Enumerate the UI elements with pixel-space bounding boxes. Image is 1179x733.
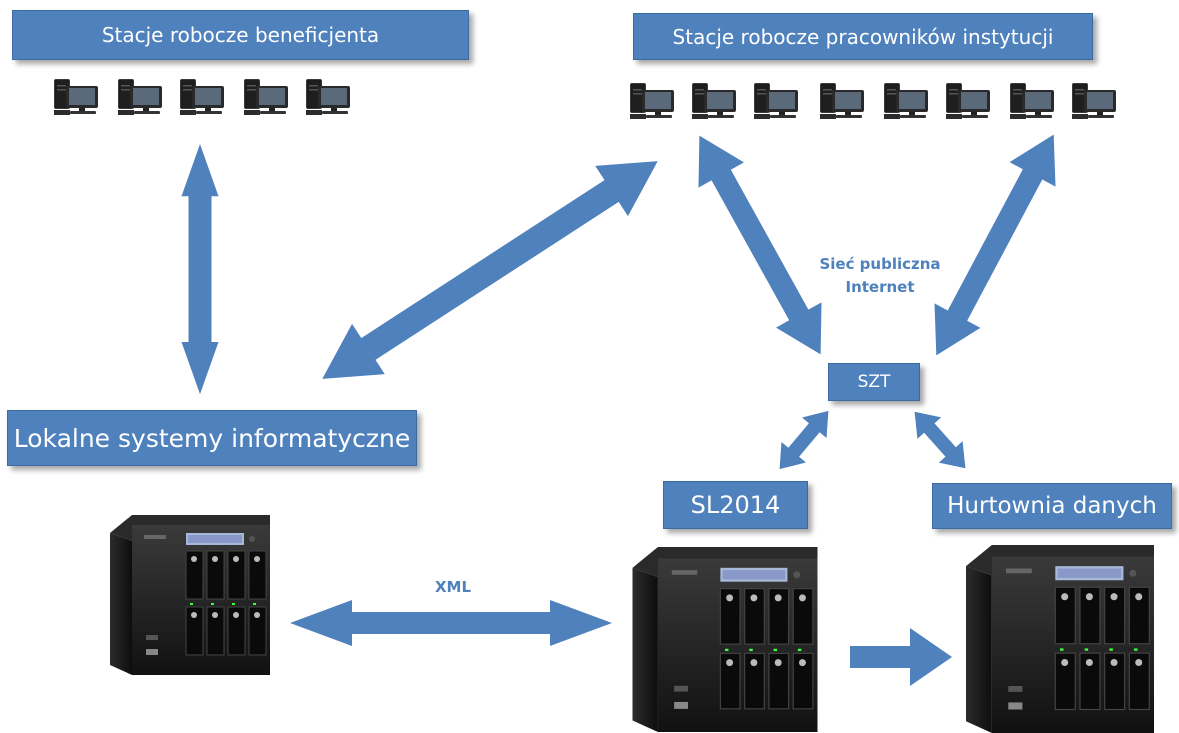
- network-label: Sieć publiczna Internet: [800, 253, 960, 299]
- arrow-local-sl2014-xml: [290, 600, 612, 646]
- box-local-systems: Lokalne systemy informatyczne: [7, 410, 417, 466]
- network-label-line1: Sieć publiczna: [819, 255, 941, 273]
- workstation-icon: [244, 79, 288, 115]
- workstation-icon: [754, 83, 798, 119]
- box-szt-label: SZT: [857, 372, 891, 392]
- workstation-icon: [1072, 83, 1116, 119]
- workstation-icon: [180, 79, 224, 115]
- workstation-group-staff: [630, 83, 1116, 119]
- arrow-szt-warehouse: [914, 411, 966, 469]
- box-szt: SZT: [828, 363, 920, 401]
- box-staff-label: Stacje robocze pracowników instytucji: [672, 24, 1054, 49]
- server-local-icon: [109, 515, 271, 675]
- arrow-szt-sl2014: [779, 410, 829, 470]
- box-local-label: Lokalne systemy informatyczne: [13, 423, 411, 453]
- workstation-icon: [692, 83, 736, 119]
- server-sl2014-icon: [631, 547, 819, 732]
- workstation-icon: [946, 83, 990, 119]
- server-warehouse-icon: [965, 545, 1155, 733]
- workstation-group-beneficiary: [54, 79, 350, 115]
- arrow-local-staff: [322, 161, 658, 379]
- box-data-warehouse: Hurtownia danych: [932, 483, 1172, 529]
- box-staff-workstations: Stacje robocze pracowników instytucji: [633, 13, 1093, 60]
- workstation-icon: [306, 79, 350, 115]
- workstation-icon: [1010, 83, 1054, 119]
- arrow-beneficiary-local: [181, 143, 219, 395]
- workstation-icon: [54, 79, 98, 115]
- workstation-icon: [118, 79, 162, 115]
- box-warehouse-label: Hurtownia danych: [947, 493, 1157, 519]
- workstation-icon: [630, 83, 674, 119]
- box-sl2014-label: SL2014: [690, 491, 781, 519]
- box-beneficiary-label: Stacje robocze beneficjenta: [101, 23, 380, 47]
- network-label-line2: Internet: [845, 278, 915, 296]
- arrow-sl2014-warehouse: [850, 628, 952, 686]
- workstation-icon: [884, 83, 928, 119]
- box-sl2014: SL2014: [663, 481, 808, 529]
- arrow-staff-szt-right: [934, 134, 1056, 356]
- box-beneficiary-workstations: Stacje robocze beneficjenta: [12, 10, 469, 60]
- workstation-icon: [820, 83, 864, 119]
- xml-label: XML: [434, 578, 472, 596]
- arrow-staff-szt-left: [698, 135, 822, 355]
